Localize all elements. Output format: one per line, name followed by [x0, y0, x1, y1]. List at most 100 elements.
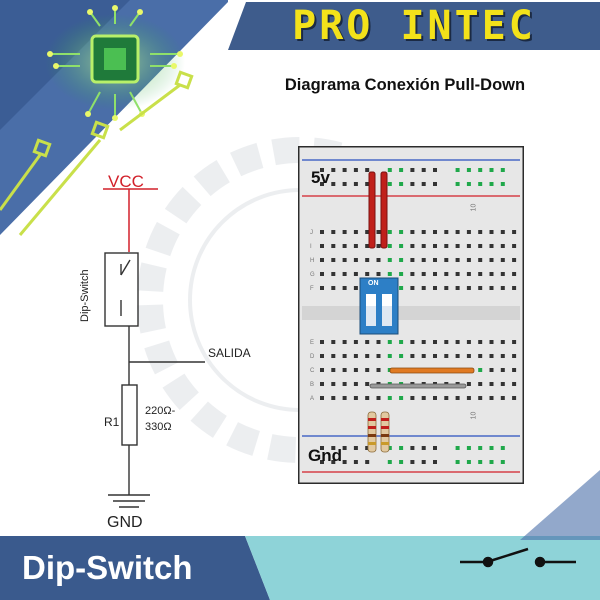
breadboard-hole [500, 272, 505, 276]
breadboard-hole [512, 258, 517, 262]
breadboard-hole [376, 354, 381, 358]
breadboard-hole [399, 354, 404, 358]
breadboard-hole [387, 396, 392, 400]
breadboard-hole [342, 354, 347, 358]
breadboard-hole [466, 244, 471, 248]
breadboard-hole [342, 396, 347, 400]
breadboard-hole [376, 368, 381, 372]
breadboard-hole [331, 258, 336, 262]
dip-switch-label: Dip-Switch [79, 269, 91, 322]
resistor-component [380, 411, 390, 453]
breadboard-hole [444, 354, 449, 358]
breadboard-hole [331, 244, 336, 248]
breadboard-hole [365, 272, 370, 276]
switch-symbol-icon [460, 547, 576, 568]
breadboard-hole [500, 168, 505, 172]
breadboard-hole [478, 446, 483, 450]
breadboard-hole [331, 382, 336, 386]
breadboard-hole [365, 382, 370, 386]
breadboard-hole [387, 460, 392, 464]
breadboard-hole [500, 244, 505, 248]
row-letter: C [310, 368, 315, 374]
breadboard-hole [478, 354, 483, 358]
breadboard-hole [455, 340, 460, 344]
breadboard-hole [478, 396, 483, 400]
breadboard-hole [455, 354, 460, 358]
vcc-label: VCC [108, 172, 144, 191]
breadboard-hole [444, 244, 449, 248]
breadboard-hole [331, 354, 336, 358]
breadboard-hole [500, 446, 505, 450]
breadboard-hole [320, 244, 324, 248]
breadboard-hole [478, 230, 483, 234]
breadboard-hole [512, 368, 517, 372]
breadboard-hole [421, 460, 426, 464]
breadboard-hole [478, 286, 483, 290]
breadboard-hole [376, 396, 381, 400]
brand-title: PRO INTEC [292, 3, 536, 49]
breadboard-hole [478, 460, 483, 464]
breadboard-hole [387, 168, 392, 172]
breadboard-hole [421, 168, 426, 172]
breadboard-hole [399, 272, 404, 276]
breadboard-hole [455, 272, 460, 276]
breadboard-hole [466, 396, 471, 400]
breadboard-hole [466, 446, 471, 450]
breadboard-hole [399, 182, 404, 186]
dip-switch-symbol [104, 252, 139, 327]
breadboard-hole [455, 244, 460, 248]
breadboard-hole [500, 368, 505, 372]
row-letter: F [310, 286, 314, 292]
breadboard-hole [331, 286, 336, 290]
breadboard-hole [331, 182, 336, 186]
breadboard-hole [331, 368, 336, 372]
resistor-value-line1: 220Ω- [145, 405, 176, 417]
breadboard-hole [512, 382, 517, 386]
breadboard-hole [512, 286, 517, 290]
breadboard-hole [433, 230, 437, 234]
breadboard-hole [387, 354, 392, 358]
breadboard-hole [489, 396, 494, 400]
breadboard-hole [466, 258, 471, 262]
breadboard-hole [365, 182, 370, 186]
breadboard-hole [320, 368, 324, 372]
breadboard-hole [478, 168, 483, 172]
row-letter: E [310, 340, 314, 346]
breadboard-hole [410, 340, 415, 344]
breadboard-hole [512, 354, 517, 358]
breadboard-hole [512, 340, 517, 344]
breadboard-hole [320, 258, 324, 262]
breadboard-hole [489, 340, 494, 344]
breadboard-hole [331, 460, 336, 464]
breadboard-hole [365, 340, 370, 344]
breadboard-hole [433, 446, 437, 450]
breadboard-hole [399, 446, 404, 450]
breadboard-hole [478, 244, 483, 248]
breadboard-hole [500, 396, 505, 400]
breadboard-hole [320, 396, 324, 400]
breadboard-hole [331, 272, 336, 276]
breadboard-hole [444, 230, 449, 234]
breadboard-hole [489, 244, 494, 248]
breadboard-hole [489, 230, 494, 234]
breadboard-hole [353, 382, 358, 386]
breadboard-hole [421, 340, 426, 344]
breadboard-hole [342, 182, 347, 186]
breadboard-hole [365, 446, 370, 450]
pull-down-schematic [103, 188, 205, 508]
breadboard-hole [387, 182, 392, 186]
breadboard-hole [489, 460, 494, 464]
footer-title: Dip-Switch [22, 549, 193, 586]
breadboard-hole [353, 286, 358, 290]
breadboard-hole [353, 244, 358, 248]
breadboard-hole [365, 244, 370, 248]
breadboard-hole [399, 244, 404, 248]
breadboard-hole [353, 396, 358, 400]
breadboard-hole [455, 446, 460, 450]
breadboard-hole [342, 272, 347, 276]
breadboard-hole [444, 340, 449, 344]
breadboard-hole [421, 230, 426, 234]
breadboard-hole [455, 230, 460, 234]
dip-switch-component [359, 277, 399, 335]
diagram-title: Diagrama Conexión Pull-Down [284, 76, 526, 94]
